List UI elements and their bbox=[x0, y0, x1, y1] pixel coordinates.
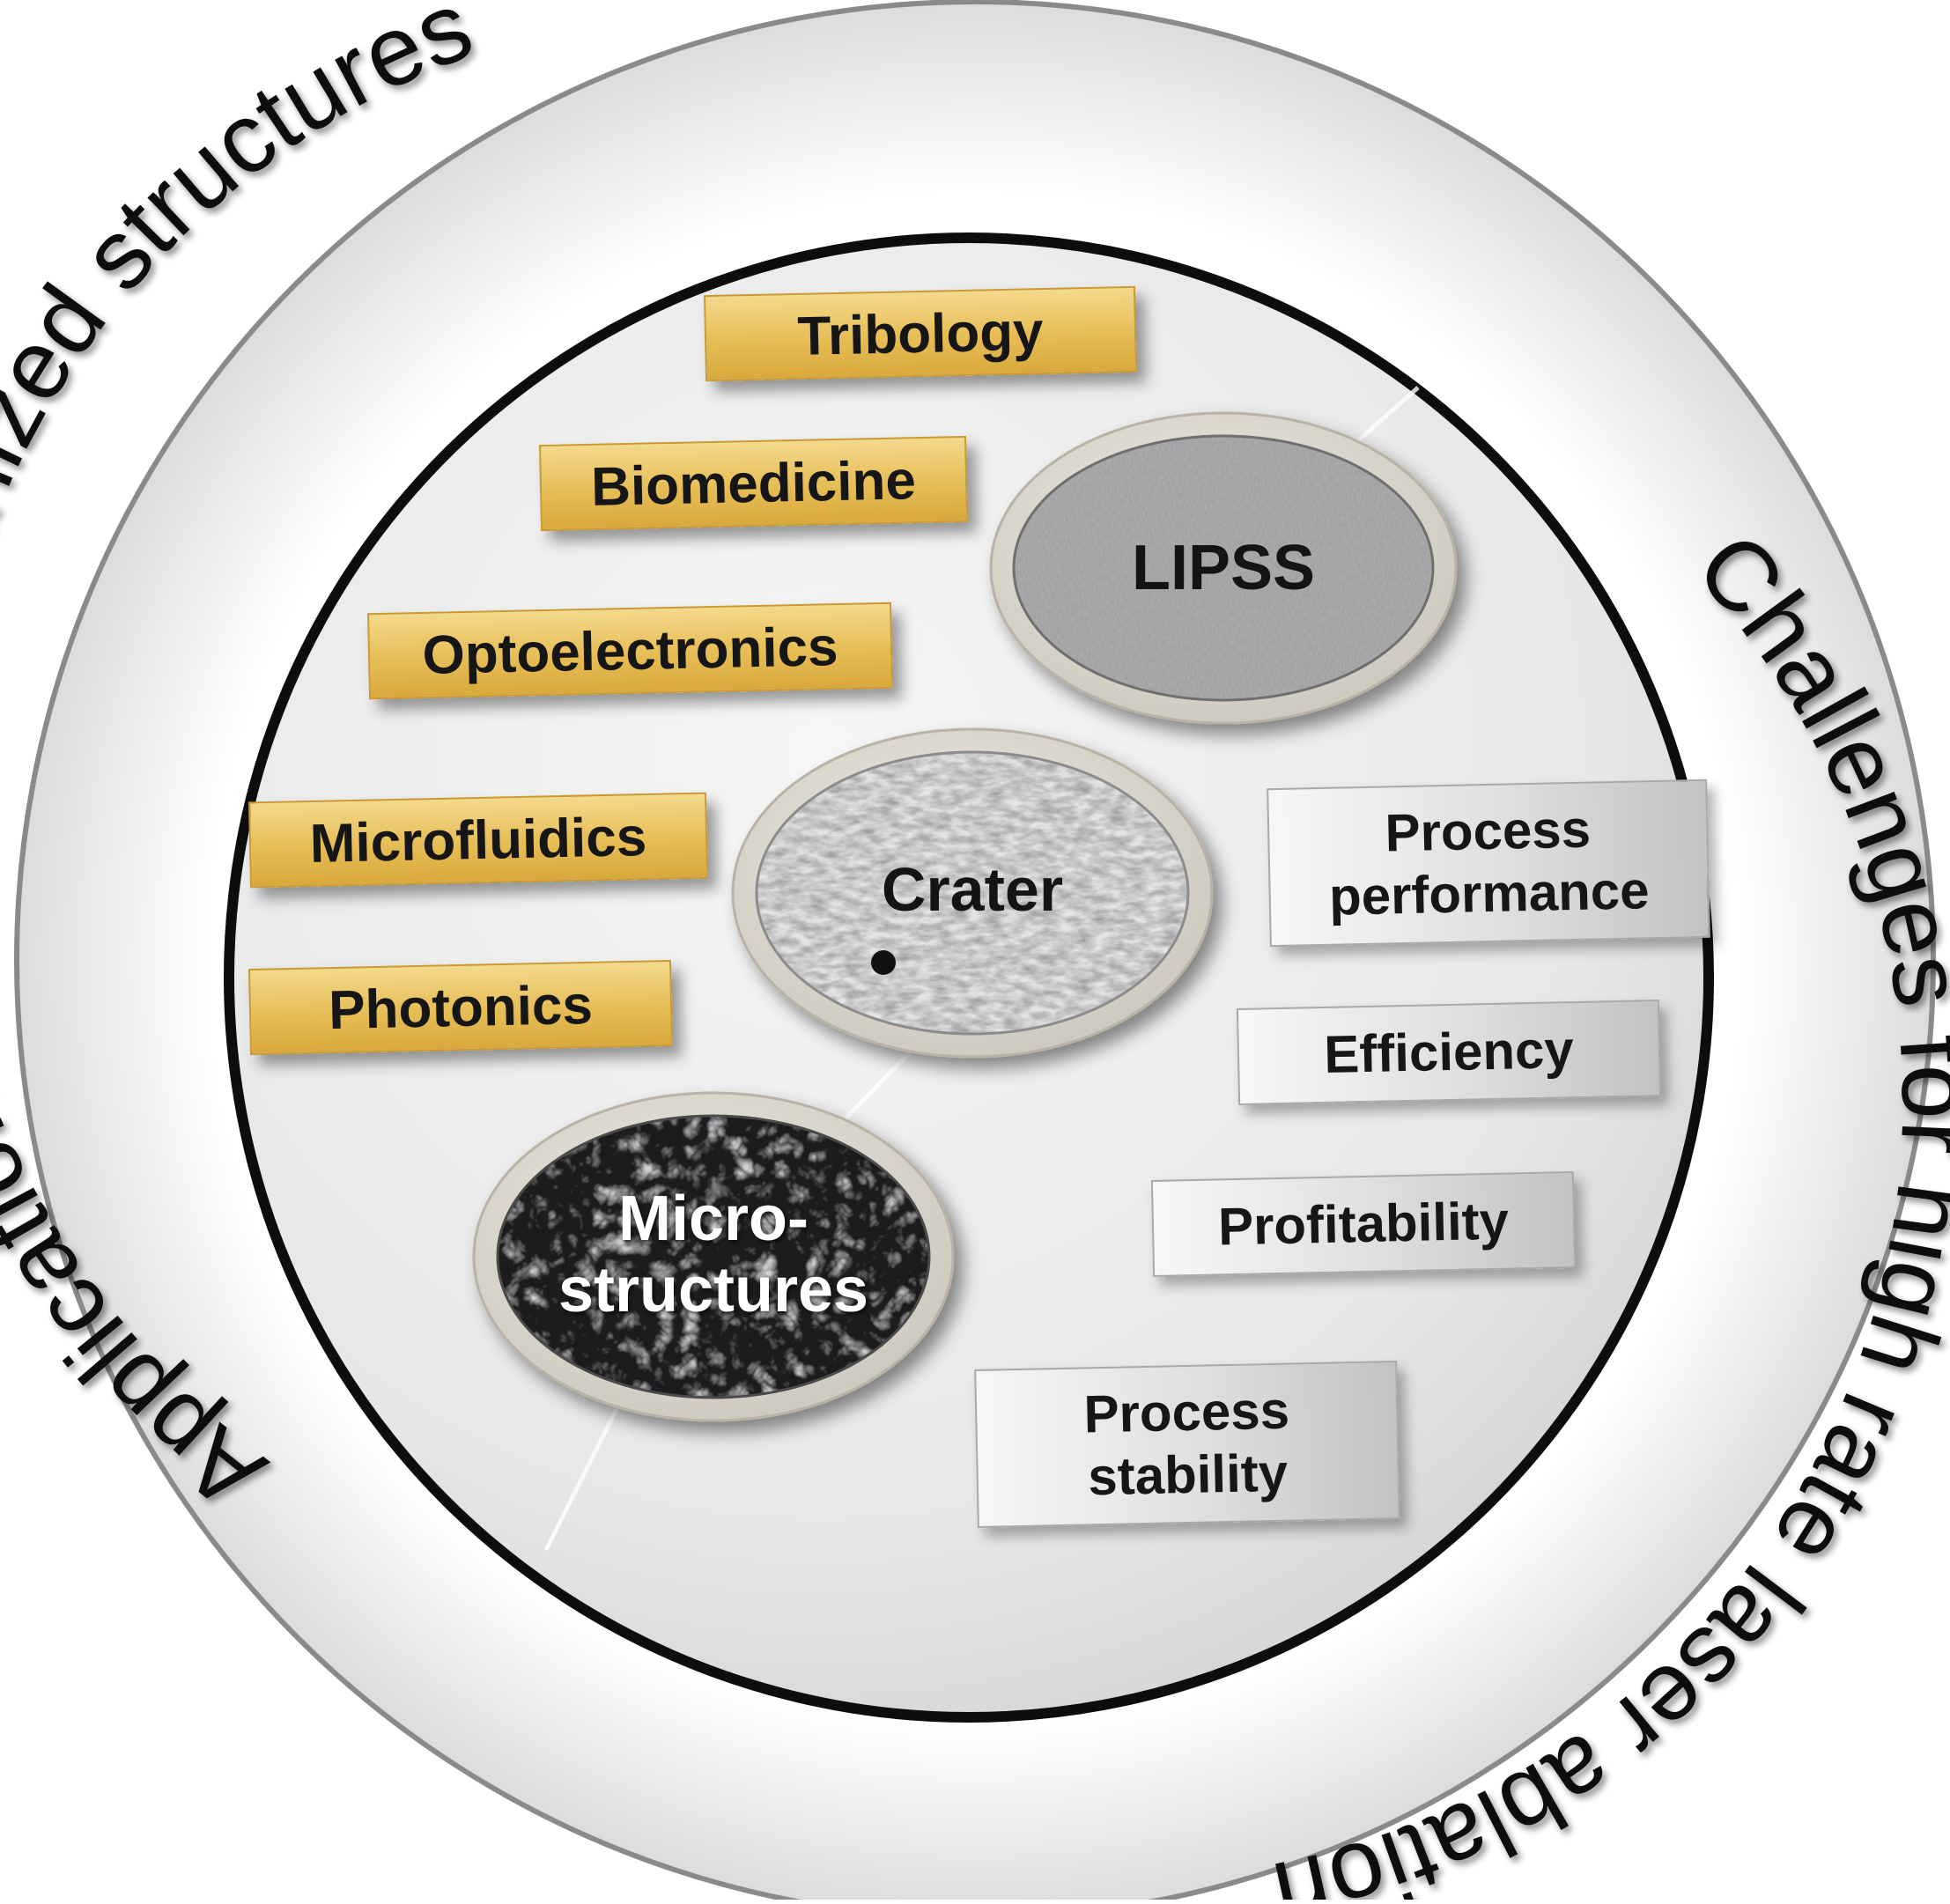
challenge-box-process-stability: Process stability bbox=[974, 1360, 1400, 1529]
application-label: Photonics bbox=[328, 974, 594, 1041]
challenge-line1: Process bbox=[1082, 1380, 1290, 1444]
lipss-texture bbox=[1014, 436, 1433, 700]
micro-label-line1: Micro- bbox=[618, 1184, 809, 1255]
challenge-box-process-performance: Process performance bbox=[1267, 779, 1710, 948]
application-box-photonics: Photonics bbox=[248, 959, 673, 1056]
micro-label-line2: structures bbox=[558, 1255, 869, 1325]
challenge-line2: stability bbox=[1087, 1443, 1289, 1507]
challenge-line1: Process bbox=[1384, 799, 1592, 863]
crater-dark-spot bbox=[871, 950, 896, 975]
application-label: Tribology bbox=[796, 300, 1045, 367]
challenge-line1: Profitability bbox=[1217, 1191, 1510, 1257]
challenge-line2: performance bbox=[1328, 860, 1651, 926]
application-label: Biomedicine bbox=[590, 449, 917, 518]
application-box-biomedicine: Biomedicine bbox=[539, 435, 968, 532]
application-box-tribology: Tribology bbox=[704, 285, 1137, 382]
application-label: Microfluidics bbox=[309, 806, 647, 875]
challenge-box-profitability: Profitability bbox=[1150, 1170, 1577, 1278]
crater-label: Crater bbox=[796, 845, 1149, 934]
micro-label: Micro- structures bbox=[520, 1171, 907, 1339]
challenge-line1: Efficiency bbox=[1323, 1019, 1575, 1084]
crater-label-text: Crater bbox=[881, 854, 1064, 924]
micro-texture bbox=[498, 1116, 929, 1398]
crater-texture bbox=[757, 752, 1188, 1034]
application-box-microfluidics: Microfluidics bbox=[248, 792, 708, 889]
lipss-label-text: LIPSS bbox=[1131, 532, 1316, 603]
challenge-box-efficiency: Efficiency bbox=[1236, 999, 1662, 1106]
lipss-label: LIPSS bbox=[1047, 520, 1400, 616]
application-label: Optoelectronics bbox=[421, 616, 839, 686]
application-box-optoelectronics: Optoelectronics bbox=[367, 601, 893, 700]
